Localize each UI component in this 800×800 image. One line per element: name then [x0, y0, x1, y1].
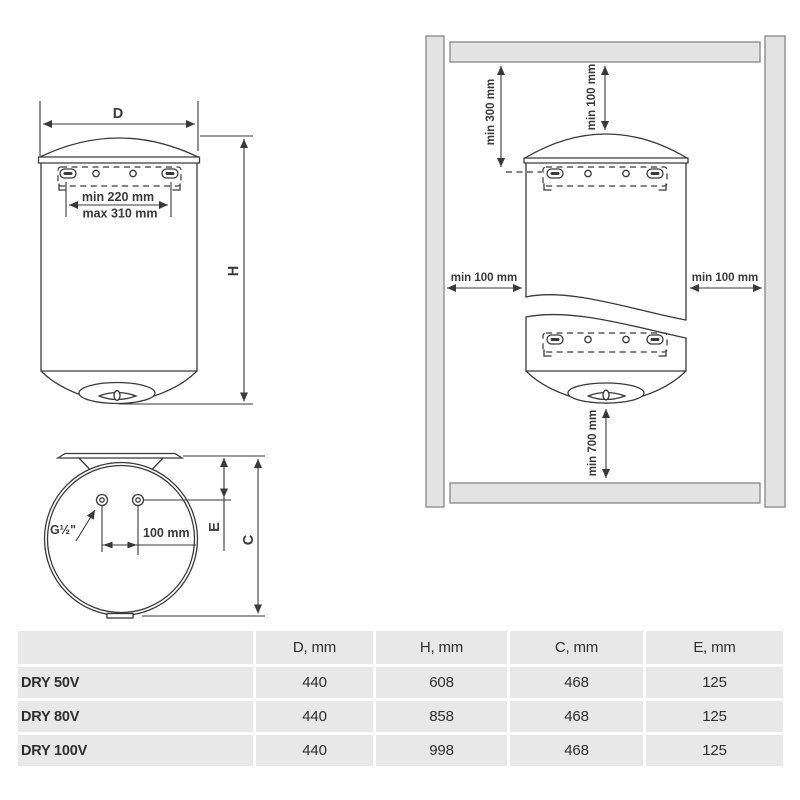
bracket-hook-left	[58, 183, 67, 191]
dim-label-c: C	[241, 534, 257, 545]
thread-label: G½"	[50, 523, 76, 537]
drain-knob-pin	[113, 390, 121, 401]
lower-bracket-hole-1	[584, 335, 592, 344]
right-clearance-label: min 100 mm	[692, 272, 758, 284]
bracket-min-label: min 220 mm	[82, 190, 154, 204]
table-header-e: E, mm	[646, 631, 783, 664]
bracket-hole-2	[129, 169, 137, 178]
upper-bracket-outline	[542, 166, 668, 187]
install-drain-knob-lens	[587, 391, 627, 401]
table-cell: 608	[376, 667, 507, 698]
dim-label-e: E	[207, 522, 223, 532]
table-row-model: DRY 100V	[18, 735, 253, 766]
lower-bracket-hooks	[543, 349, 667, 357]
bracket-spacing-extensions	[65, 182, 172, 217]
table-header-h: H, mm	[376, 631, 507, 664]
lower-bracket-hole-2	[622, 335, 630, 344]
wall-left	[425, 35, 445, 508]
table-cell: 440	[256, 735, 373, 766]
lower-bracket-slot-right-pin	[650, 338, 660, 341]
bracket-slot-right-pin	[165, 172, 175, 175]
install-heater-top-band	[523, 157, 689, 164]
table-cell: 440	[256, 667, 373, 698]
upper-bracket-hooks	[543, 183, 667, 191]
thread-leader-arrow	[75, 509, 96, 542]
h-extension-lines	[119, 135, 253, 405]
upper-bracket-slot-left-pin	[550, 172, 560, 175]
table-header-empty	[18, 631, 253, 664]
table-header-c: C, mm	[510, 631, 643, 664]
install-drain-knob-pin	[602, 389, 610, 401]
pipe-left-hole	[99, 497, 105, 503]
dim-label-h: H	[226, 266, 242, 276]
table-cell: 468	[510, 667, 643, 698]
tank-bottom-pad	[106, 612, 134, 619]
d-extension-lines	[39, 101, 199, 156]
upper-bracket-slot-right-pin	[650, 172, 660, 175]
tank-inner-circle	[46, 464, 196, 614]
floor-bar	[449, 482, 761, 504]
table-row-model: DRY 50V	[18, 667, 253, 698]
table-cell: 858	[376, 701, 507, 732]
spec-table: D, mm H, mm C, mm E, mm DRY 50V 440 608 …	[18, 631, 783, 766]
table-cell: 125	[646, 735, 783, 766]
dimension-diagrams: D min 220 mm max 310 mm H	[37, 35, 786, 619]
pipe-right-hole	[135, 497, 141, 503]
bracket-hole-1	[92, 169, 100, 178]
install-upper-bracket	[542, 166, 668, 191]
lower-bracket-outline	[542, 332, 668, 353]
upper-bracket-hole-2	[622, 169, 630, 178]
table-cell: 468	[510, 701, 643, 732]
install-lower-bracket	[542, 332, 668, 357]
bracket-max-label: max 310 mm	[82, 207, 157, 221]
upper-bracket-hole-1	[584, 169, 592, 178]
e-extension-lines	[144, 455, 265, 501]
left-clearance-label: min 100 mm	[451, 272, 517, 284]
body-break-waves	[525, 294, 687, 339]
mounting-bracket-outline	[57, 166, 182, 187]
table-cell: 468	[510, 735, 643, 766]
heater-top-band	[37, 156, 201, 164]
wall-bracket-plate	[55, 452, 185, 459]
heater-body	[40, 162, 198, 372]
ceiling-bar	[449, 41, 761, 63]
pipe-left	[95, 493, 109, 507]
ceiling-clearance-label: min 100 mm	[586, 64, 598, 130]
pipe-spacing-label: 100 mm	[143, 526, 190, 540]
wall-right	[764, 35, 786, 508]
lower-bracket-slot-left-pin	[550, 338, 560, 341]
table-header-d: D, mm	[256, 631, 373, 664]
pipe-spacing-extensions	[101, 505, 139, 555]
bracket-plate-hooks	[78, 457, 164, 470]
table-row-model: DRY 80V	[18, 701, 253, 732]
ceiling-to-bracket-label: min 300 mm	[485, 79, 497, 145]
bracket-hook-right	[172, 183, 181, 191]
table-cell: 125	[646, 667, 783, 698]
table-cell: 125	[646, 701, 783, 732]
install-heater-dome	[524, 133, 688, 159]
drain-knob-lens	[98, 391, 138, 401]
floor-clearance-label: min 700 mm	[587, 410, 599, 476]
install-heater-body	[525, 162, 687, 372]
installation-clearance-diagram: min 300 mm min 100 mm min 100 mm min 100…	[425, 35, 786, 508]
pipe-spacing-arrowheads	[103, 541, 137, 549]
front-view-diagram: D min 220 mm max 310 mm H	[37, 101, 253, 405]
table-cell: 998	[376, 735, 507, 766]
table-cell: 440	[256, 701, 373, 732]
dim-label-d: D	[113, 106, 123, 122]
pipe-right	[131, 493, 145, 507]
heater-dome	[39, 137, 199, 158]
bottom-view-diagram: G½" 100 mm E C	[43, 452, 265, 619]
bracket-slot-left-pin	[63, 172, 73, 175]
